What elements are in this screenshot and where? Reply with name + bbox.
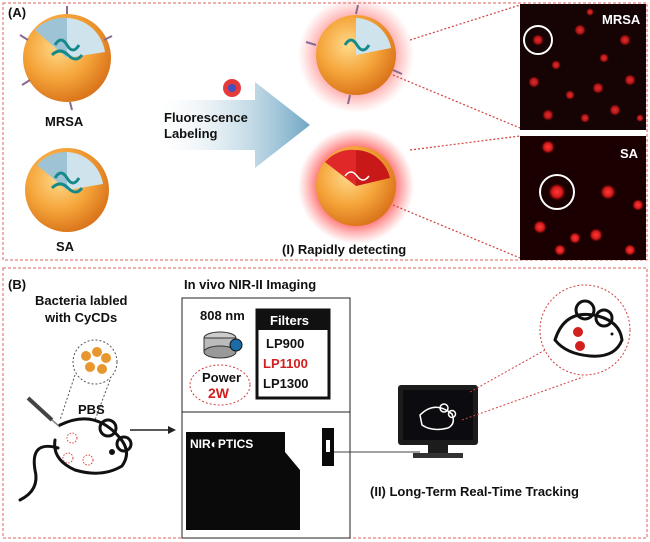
pbs-label: PBS [78,402,105,417]
micrograph-sa [520,136,646,260]
filter-lp900: LP900 [266,336,304,351]
power-callout [189,364,251,406]
arrow-label-line1: Fluorescence [164,110,248,125]
zoomed-mouse [539,284,631,376]
labeling-arrow [160,79,310,168]
bacteria-label-line1: Bacteria labled [35,293,128,308]
micrograph-mrsa-label: MRSA [602,12,641,27]
monitor-icon [398,385,478,458]
filter-lp1300: LP1300 [263,376,309,391]
sa-nanoparticle [25,148,109,232]
panel-a-tag: (A) [8,5,26,20]
filters-panel [255,308,331,400]
injection-sites [62,432,94,466]
label-sa: SA [56,239,75,254]
labeled-mrsa-particle [298,0,414,113]
camera-device [186,428,334,530]
micrograph-mrsa [520,4,646,130]
arrow-label-line2: Labeling [164,126,218,141]
label-mrsa: MRSA [45,114,84,129]
mouse-icon [18,417,133,502]
filters-title: Filters [270,313,309,328]
filter-lp1100: LP1100 [263,356,308,371]
arrow-head [168,426,176,434]
mouse-on-screen-icon [419,403,457,431]
mrsa-nanoparticle [19,6,113,111]
panel-a-border [2,2,648,261]
laser-wavelength: 808 nm [200,308,245,323]
device-brand: NIR◐PTICS [190,437,253,451]
caption-long-term-tracking: (II) Long-Term Real-Time Tracking [370,484,579,499]
connector-lines-b [461,349,584,421]
power-value: 2W [208,385,230,401]
imaging-title: In vivo NIR-II Imaging [184,277,316,292]
syringe-icon [26,396,61,428]
micrograph-sa-label: SA [620,146,639,161]
laser-device-icon [203,331,243,359]
bacteria-label-line2: with CyCDs [44,310,117,325]
bacteria-cluster [59,339,118,421]
connector-lines-a [392,4,521,259]
power-label: Power [202,370,241,385]
panel-b-tag: (B) [8,277,26,292]
labeled-sa-particle [298,128,414,244]
caption-rapid-detecting: (I) Rapidly detecting [282,242,406,257]
